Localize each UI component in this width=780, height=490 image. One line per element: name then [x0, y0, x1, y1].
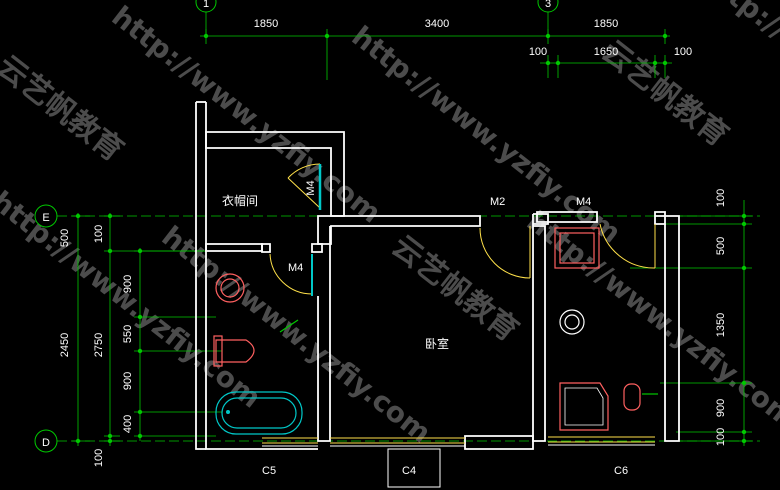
dim-left-500: 500 — [59, 229, 71, 247]
dim-right-900: 900 — [715, 399, 727, 417]
watermark-url: http://www.yzfiy.com — [696, 0, 780, 190]
dim-left-550: 550 — [122, 325, 134, 343]
sanitary-fixtures — [213, 227, 658, 435]
dim-left-2450: 2450 — [59, 333, 71, 357]
door-label-m2: M2 — [490, 196, 505, 208]
dim-top-1850-right: 1850 — [594, 18, 618, 30]
windows — [262, 436, 655, 444]
dim-right-500: 500 — [715, 237, 727, 255]
axis-bubbles: 1 3 E D — [34, 0, 559, 453]
dim-left-100-top: 100 — [93, 225, 105, 243]
window-frames — [262, 444, 655, 488]
axis-bubble-3 — [537, 0, 559, 13]
walls — [195, 101, 680, 450]
watermark-brand: 云艺帆教育 — [385, 229, 525, 349]
window-label-c5: C5 — [262, 465, 276, 477]
axis-label-3: 3 — [545, 0, 551, 10]
dim-top-3400: 3400 — [425, 18, 449, 30]
axis-label-e: E — [42, 212, 49, 224]
axis-bubble-d — [34, 429, 58, 453]
axis-bubble-1 — [195, 0, 217, 13]
axis-label-1: 1 — [203, 0, 209, 10]
dim-top-1850: 1850 — [254, 18, 278, 30]
watermark-brand: 云艺帆教育 — [0, 49, 130, 169]
door-label-m4-closet: M4 — [305, 180, 317, 195]
dim-left-100-bottom: 100 — [93, 449, 105, 467]
room-label-bedroom: 卧室 — [425, 336, 449, 351]
axis-bubble-e — [34, 204, 58, 228]
doors — [269, 163, 656, 296]
dim-left-900-a: 900 — [122, 275, 134, 293]
window-label-c4: C4 — [402, 465, 416, 477]
door-label-m4-right: M4 — [576, 196, 591, 208]
dim-top-100-right: 100 — [674, 46, 692, 58]
axis-label-d: D — [42, 437, 50, 449]
dim-right-1350: 1350 — [715, 313, 727, 337]
room-label-closet: 衣帽间 — [222, 193, 258, 208]
dim-left-400: 400 — [122, 415, 134, 433]
window-label-c6: C6 — [614, 465, 628, 477]
dim-top-100-left: 100 — [529, 46, 547, 58]
watermark-url: http://www.yzfiy.com — [346, 20, 628, 250]
dim-left-900-b: 900 — [122, 372, 134, 390]
dim-top-1650: 1650 — [594, 46, 618, 58]
door-label-m4-bath: M4 — [288, 262, 303, 274]
dimension-ticks — [75, 33, 747, 444]
dim-right-100-bottom: 100 — [715, 428, 727, 446]
dim-left-2750: 2750 — [93, 333, 105, 357]
dim-right-100-top: 100 — [715, 189, 727, 207]
